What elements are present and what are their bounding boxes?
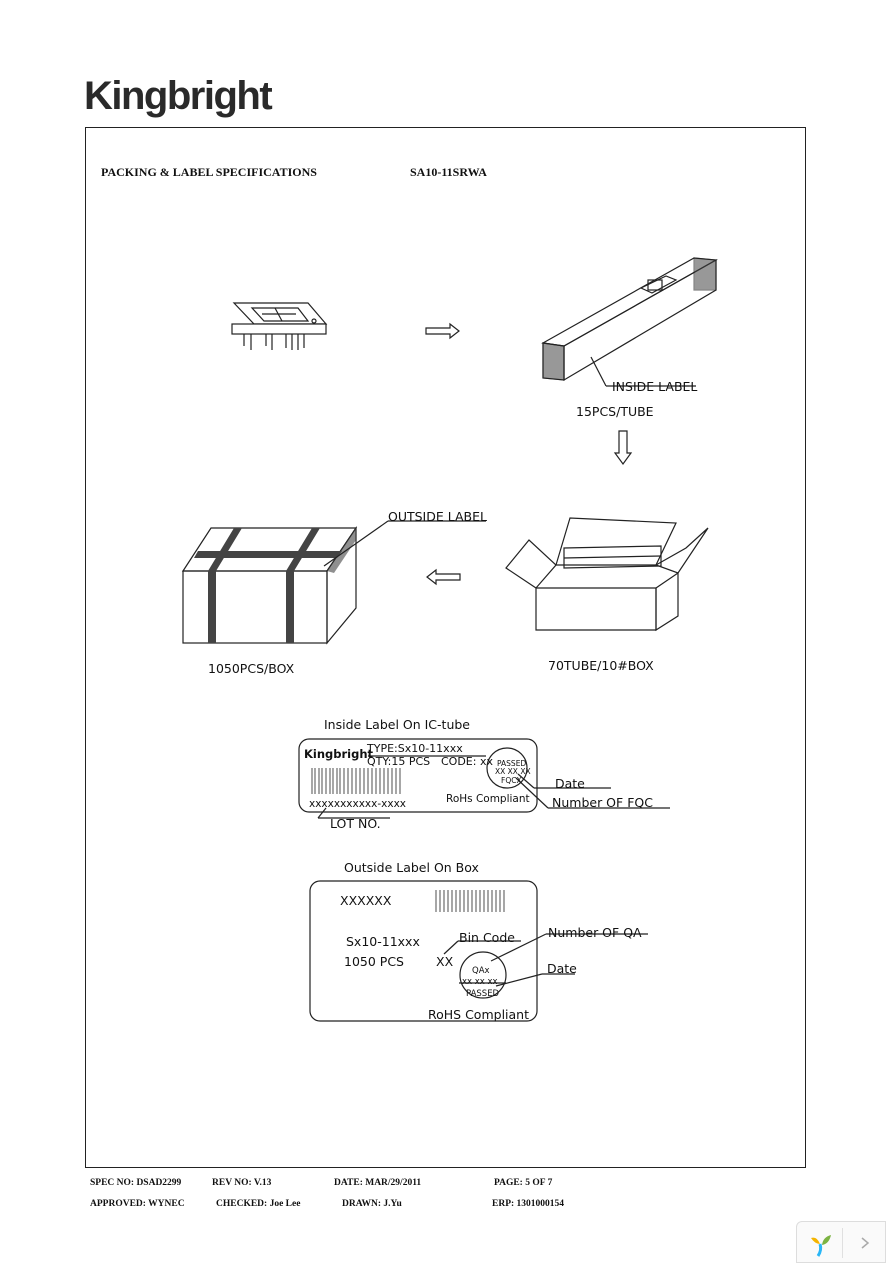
outside-label-callout: OUTSIDE LABEL <box>388 509 487 524</box>
display-module-drawing <box>231 302 328 350</box>
box-quantity: 1050PCS/BOX <box>208 661 295 676</box>
arrow-down-icon <box>613 430 633 466</box>
brand-logo: Kingbright <box>84 74 273 118</box>
page-title: PACKING & LABEL SPECIFICATIONS <box>101 165 317 179</box>
outside-label-qty: 1050 PCS <box>344 954 404 969</box>
outside-callout-date: Date <box>547 961 577 976</box>
footer-checked: CHECKED: Joe Lee <box>216 1199 301 1209</box>
footer-spec-no: SPEC NO: DSAD2299 <box>90 1178 182 1188</box>
packing-diagram <box>181 257 718 1022</box>
footer-page: PAGE: 5 OF 7 <box>494 1178 553 1188</box>
footer-date: DATE: MAR/29/2011 <box>334 1178 422 1188</box>
inside-label-type: TYPE:Sx10-11xxx <box>367 742 463 755</box>
leaf-logo-icon <box>811 1235 831 1257</box>
outside-label-rohs: RoHS Compliant <box>428 1007 529 1022</box>
nav-divider <box>842 1228 843 1258</box>
outside-callout-qa: Number OF QA <box>548 925 642 940</box>
carton-quantity: 70TUBE/10#BOX <box>548 658 654 673</box>
sealed-box-drawing <box>181 520 486 645</box>
inside-callout-lot: LOT NO. <box>330 816 381 831</box>
outside-stamp-date: xx xx xx <box>462 977 498 987</box>
footer-rev-no: REV NO: V.13 <box>212 1178 272 1188</box>
outside-callout-bin: Bin Code <box>459 930 515 945</box>
inside-label-drawing <box>298 738 670 819</box>
chevron-right-icon[interactable] <box>857 1235 873 1251</box>
outside-label-drawing <box>309 880 648 1022</box>
inside-label-rohs: RoHs Compliant <box>446 793 530 805</box>
tube-quantity: 15PCS/TUBE <box>576 404 654 419</box>
page-nav-widget <box>796 1221 886 1263</box>
tube-drawing <box>541 257 718 387</box>
inside-label-code: CODE: xx <box>441 755 493 768</box>
footer-erp: ERP: 1301000154 <box>492 1199 565 1209</box>
inside-label-lot-value: xxxxxxxxxxx-xxxx <box>309 798 406 810</box>
outside-label-bin-value: XX <box>436 954 454 969</box>
outside-stamp-passed: PASSED <box>466 989 500 999</box>
outside-label-heading: Outside Label On Box <box>344 860 479 875</box>
inside-stamp-fqc: FQCX <box>501 776 522 785</box>
outside-label-code: XXXXXX <box>340 893 392 908</box>
inside-label-qty: QTY:15 PCS <box>367 755 431 768</box>
inside-label-callout: INSIDE LABEL <box>612 379 698 394</box>
inside-stamp-passed: PASSED <box>497 759 527 768</box>
inside-callout-fqc: Number OF FQC <box>552 795 653 810</box>
inside-stamp-date: XX XX XX <box>495 767 531 776</box>
arrow-left-icon <box>426 568 461 586</box>
inside-label-brand: Kingbright <box>304 747 374 761</box>
spec-frame <box>85 127 806 1168</box>
arrow-right-icon <box>425 322 460 340</box>
outside-label-type: Sx10-11xxx <box>346 934 420 949</box>
part-number: SA10-11SRWA <box>410 165 487 179</box>
footer-approved: APPROVED: WYNEC <box>90 1199 185 1209</box>
open-carton-drawing <box>505 517 709 632</box>
outside-stamp-qa: QAx <box>472 966 490 976</box>
inside-label-heading: Inside Label On IC-tube <box>324 717 470 732</box>
inside-callout-date: Date <box>555 776 585 791</box>
footer-drawn: DRAWN: J.Yu <box>342 1199 402 1209</box>
